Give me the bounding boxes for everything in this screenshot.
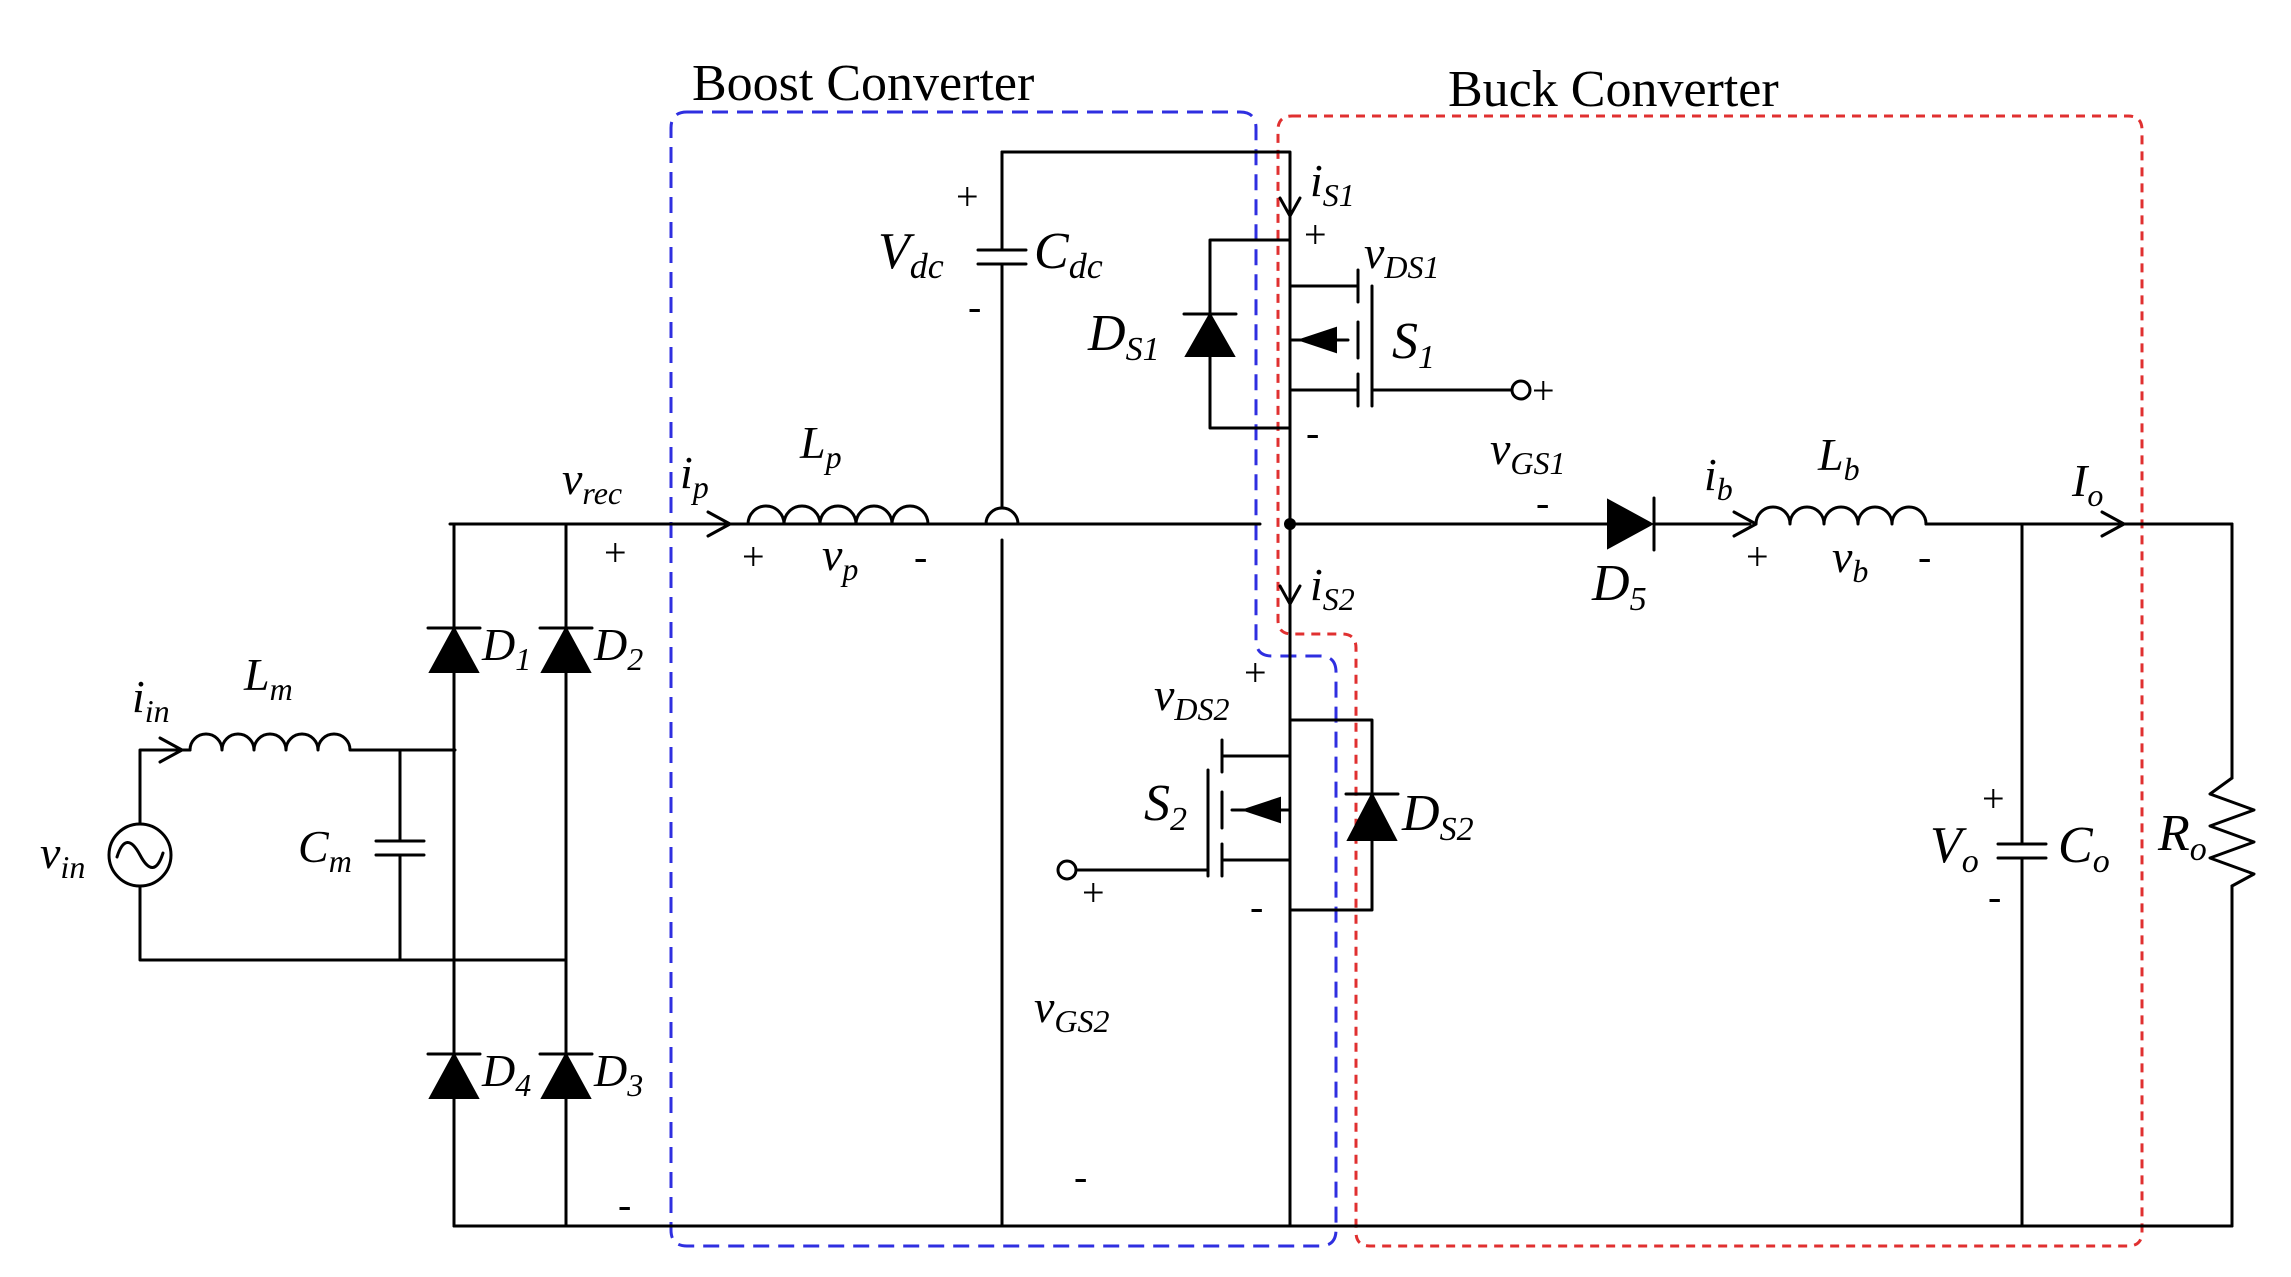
iS2-arrow bbox=[1278, 584, 1302, 606]
label-vDS2: vDS2 bbox=[1154, 669, 1230, 727]
vo-plus: + bbox=[1982, 776, 2005, 821]
diode-D5 bbox=[1607, 498, 1655, 550]
label-DS1: DS1 bbox=[1087, 305, 1160, 368]
vb-plus: + bbox=[1746, 534, 1769, 579]
label-iin: iin bbox=[132, 671, 170, 729]
vds2-minus: - bbox=[1250, 884, 1263, 929]
label-Cdc: Cdc bbox=[1034, 223, 1103, 286]
vp-plus: + bbox=[742, 534, 765, 579]
buck-output-section bbox=[1288, 496, 2256, 1228]
label-D4: D4 bbox=[481, 1045, 531, 1103]
label-Io: Io bbox=[2071, 455, 2103, 513]
label-ip: ip bbox=[680, 447, 709, 505]
diode-DS2 bbox=[1346, 791, 1398, 841]
label-vin: vin bbox=[40, 827, 85, 885]
capacitor-Cdc bbox=[976, 248, 1028, 266]
ip-arrow bbox=[706, 510, 732, 538]
vgs2-plus: + bbox=[1082, 870, 1105, 915]
Io-arrow bbox=[2100, 510, 2126, 538]
vgs2-minus: - bbox=[1074, 1154, 1087, 1199]
label-S2: S2 bbox=[1144, 775, 1187, 838]
buck-converter-title: Buck Converter bbox=[1448, 61, 1779, 118]
vds2-plus: + bbox=[1244, 650, 1267, 695]
vp-minus: - bbox=[914, 534, 927, 579]
buck-converter-region bbox=[1276, 114, 2144, 1248]
label-Co: Co bbox=[2058, 817, 2110, 880]
label-D2: D2 bbox=[593, 619, 643, 677]
label-D1: D1 bbox=[481, 619, 531, 677]
diode-D3 bbox=[540, 1051, 592, 1099]
mosfet-S1 bbox=[1182, 196, 1532, 430]
label-vb: vb bbox=[1832, 531, 1868, 589]
boost-inductor-section bbox=[674, 150, 1296, 1228]
label-vp: vp bbox=[822, 529, 858, 587]
inductor-Lb bbox=[1754, 505, 1928, 526]
diode-D4 bbox=[428, 1051, 480, 1099]
bridge-rectifier bbox=[426, 522, 2234, 1228]
vgs1-minus: - bbox=[1536, 480, 1549, 525]
vdc-plus: + bbox=[956, 174, 979, 219]
label-vDS1: vDS1 bbox=[1364, 227, 1440, 285]
label-Vdc: Vdc bbox=[878, 223, 944, 286]
vrec-minus: - bbox=[618, 1182, 631, 1227]
iin-arrow bbox=[158, 736, 184, 764]
label-vGS1: vGS1 bbox=[1490, 423, 1566, 481]
vds1-plus: + bbox=[1304, 212, 1327, 257]
label-DS2: DS2 bbox=[1401, 785, 1474, 848]
inductor-Lm bbox=[188, 732, 372, 752]
label-iS2: iS2 bbox=[1310, 559, 1355, 617]
label-Cm: Cm bbox=[298, 821, 352, 879]
vds1-minus: - bbox=[1306, 410, 1319, 455]
diode-D2 bbox=[540, 625, 592, 673]
label-Lp: Lp bbox=[799, 417, 842, 475]
vrec-plus: + bbox=[604, 530, 627, 575]
diode-D1 bbox=[428, 625, 480, 673]
vdc-minus: - bbox=[968, 284, 981, 329]
label-S1: S1 bbox=[1392, 313, 1435, 376]
label-D5: D5 bbox=[1591, 555, 1647, 618]
inductor-Lp bbox=[746, 504, 930, 526]
iS1-arrow bbox=[1278, 196, 1302, 218]
capacitor-Cm bbox=[374, 839, 426, 857]
label-vrec: vrec bbox=[562, 453, 622, 511]
vgs1-plus: + bbox=[1532, 368, 1555, 413]
mosfet-S2 bbox=[1056, 522, 1400, 1228]
label-Lb: Lb bbox=[1817, 429, 1860, 487]
label-Lm: Lm bbox=[243, 649, 293, 707]
label-Ro: Ro bbox=[2157, 805, 2207, 868]
resistor-Ro bbox=[2208, 776, 2256, 888]
vb-minus: - bbox=[1918, 534, 1931, 579]
capacitor-Co bbox=[1996, 842, 2048, 860]
boost-converter-title: Boost Converter bbox=[692, 55, 1034, 112]
input-section bbox=[107, 732, 568, 962]
label-Vo: Vo bbox=[1930, 817, 1979, 880]
boost-converter-region bbox=[669, 110, 1338, 1248]
diode-DS1 bbox=[1184, 311, 1236, 357]
component-labels: vin iin Lm Cm D1 D2 D4 D3 vrec ip Lp vp … bbox=[40, 155, 2207, 1103]
label-iS1: iS1 bbox=[1310, 155, 1355, 213]
label-D3: D3 bbox=[593, 1045, 643, 1103]
label-vGS2: vGS2 bbox=[1034, 981, 1110, 1039]
vo-minus: - bbox=[1988, 874, 2001, 919]
label-ib: ib bbox=[1704, 449, 1733, 507]
polarity-signs: + - + - + - + - + - + - + - + - + - bbox=[604, 174, 2005, 1227]
